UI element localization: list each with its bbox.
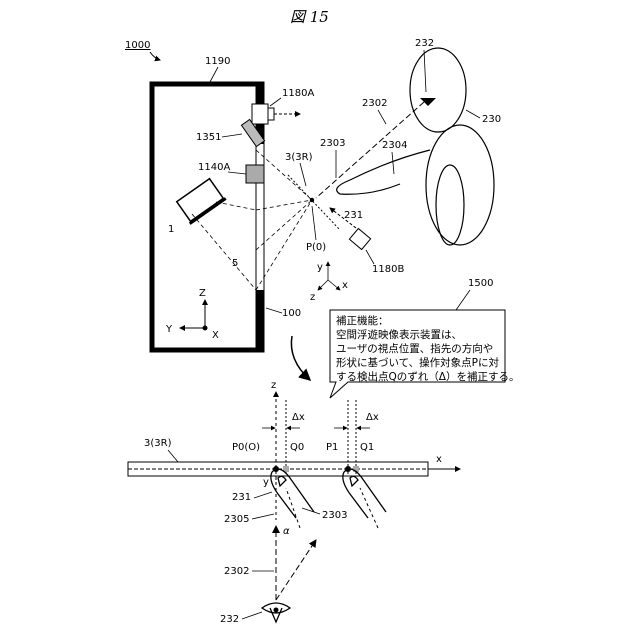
callout-line-4: 形状に基づいて、操作対象点Pに対	[336, 356, 499, 369]
sensor	[246, 165, 264, 183]
plane-leader	[300, 163, 306, 186]
line-2305-leader	[252, 514, 274, 519]
local-x: x	[342, 280, 348, 291]
fingertip-leader	[254, 492, 272, 498]
camera-a-label: 1180A	[282, 88, 314, 99]
eye-icon	[420, 98, 436, 106]
point-label: P(0)	[306, 242, 326, 253]
fingertip-label-top: 231	[344, 210, 363, 221]
eye-leader	[424, 50, 426, 92]
user-leader	[466, 110, 480, 118]
bottom-plane-leader	[168, 450, 178, 462]
main-axes	[180, 300, 207, 330]
main-z: Z	[199, 288, 206, 299]
system-label-arrow	[150, 52, 160, 60]
callout-label: 1500	[468, 278, 493, 289]
local-y: y	[317, 262, 323, 273]
sensor-leader	[228, 172, 246, 174]
callout-line-1: 補正機能：	[336, 314, 389, 327]
bottom-plane	[128, 462, 460, 476]
finger-leader-bottom	[302, 508, 320, 514]
plane-label: 3(3R)	[285, 152, 313, 163]
sight-label: 2302	[362, 98, 387, 109]
line-2305-label: 2305	[224, 514, 249, 525]
p1-label: P1	[326, 442, 338, 453]
stand-label: 100	[282, 308, 301, 319]
light-leader	[222, 134, 242, 137]
p0-label: P0(O)	[232, 442, 260, 453]
transition-arrow	[291, 336, 310, 380]
finger-label-bottom: 2303	[322, 510, 347, 521]
figure-title: 図 15	[290, 8, 329, 26]
eye-label: 232	[415, 38, 434, 49]
system-label: 1000	[125, 40, 150, 51]
local-z: z	[310, 292, 315, 303]
light-source-label: 1351	[196, 132, 221, 143]
camera-a	[252, 104, 300, 124]
housing-label: 1190	[205, 56, 230, 67]
alpha-label: α	[283, 526, 290, 537]
bottom-plane-label: 3(3R)	[144, 438, 172, 449]
delta-x-1-label: Δx	[292, 412, 305, 423]
callout-line-2: 空間浮遊映像表示装置は、	[336, 328, 462, 341]
eye-leader-bottom	[242, 612, 262, 619]
display-unit-label: 1	[168, 224, 174, 235]
sight-diagonal	[276, 540, 316, 600]
finger-axis-right	[360, 488, 378, 528]
callout-line-3: ユーザの視点位置、指先の方向や	[336, 342, 493, 355]
user-label: 230	[482, 114, 501, 125]
fingertip-label-bottom: 231	[232, 492, 251, 503]
main-x: X	[212, 330, 219, 341]
q1-label: Q1	[360, 442, 374, 453]
display-unit	[175, 178, 227, 225]
main-y: Y	[165, 324, 173, 335]
window-label: 5	[232, 258, 238, 269]
arm-label: 2304	[382, 140, 407, 151]
camera-a-leader	[270, 98, 281, 106]
sight-line	[316, 102, 424, 198]
stand-leader	[266, 308, 282, 313]
sensor-label: 1140A	[198, 162, 230, 173]
sight-leader	[378, 110, 386, 124]
point-p	[310, 198, 314, 202]
bottom-x-axis: x	[436, 454, 442, 465]
delta-x-2-label: Δx	[366, 412, 379, 423]
bottom-z-axis: z	[271, 380, 276, 391]
q0-label: Q0	[290, 442, 304, 453]
housing-leader	[210, 67, 218, 82]
bottom-y-axis: y	[263, 477, 269, 488]
callout-line-5: する検出点Qのずれ（Δ）を補正する。	[336, 370, 519, 383]
point-leader	[312, 206, 316, 240]
callout-leader	[456, 290, 470, 310]
sight-label-bottom: 2302	[224, 566, 249, 577]
camera-b-label: 1180B	[372, 264, 404, 275]
eye-label-bottom: 232	[220, 614, 239, 625]
camera-b-leader	[366, 250, 374, 264]
finger-label-top: 2303	[320, 138, 345, 149]
arm-leader	[392, 152, 394, 174]
eye-icon-bottom	[262, 603, 290, 622]
